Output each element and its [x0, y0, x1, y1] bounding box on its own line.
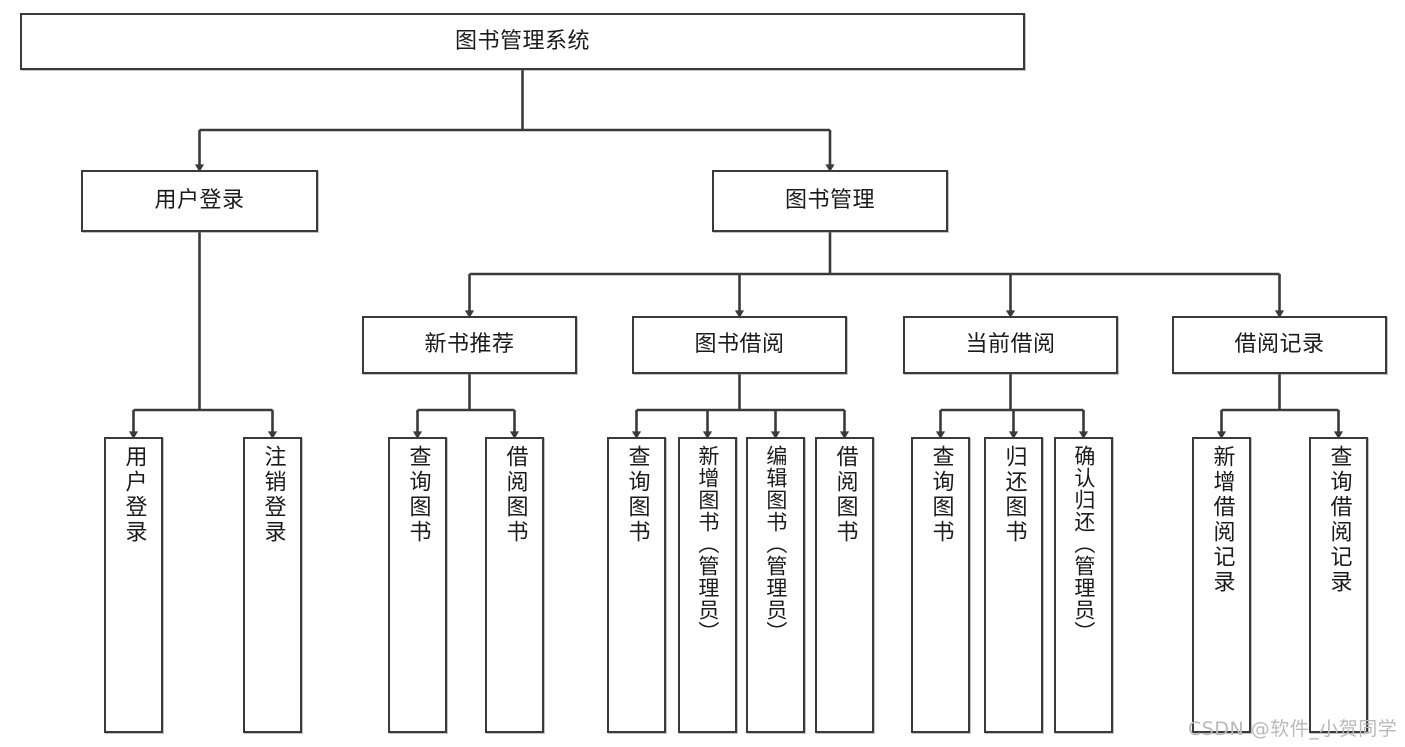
- node-leaf-user-logout[interactable]: 注销登录: [243, 437, 302, 733]
- node-leaf-borrow-lend[interactable]: 借阅图书: [815, 437, 874, 733]
- node-label: 图书借阅: [694, 332, 785, 358]
- node-label: 查询借阅记录: [1326, 445, 1352, 595]
- node-leaf-current-query[interactable]: 查询图书: [911, 437, 970, 733]
- node-leaf-borrow-query[interactable]: 查询图书: [607, 437, 666, 733]
- node-book-borrow[interactable]: 图书借阅: [632, 316, 847, 374]
- node-label: 新增借阅记录: [1209, 445, 1235, 595]
- node-label: 查询图书: [624, 445, 650, 545]
- node-current-borrow[interactable]: 当前借阅: [903, 316, 1118, 374]
- node-leaf-rec-borrow[interactable]: 借阅图书: [485, 437, 544, 733]
- node-label: 确认归还（管理员）: [1071, 445, 1096, 643]
- node-label: 借阅图书: [832, 445, 858, 545]
- csdn-watermark: CSDN @软件_小贺同学: [1188, 718, 1398, 740]
- node-label: 新增图书（管理员）: [695, 445, 720, 643]
- node-label: 查询图书: [405, 445, 431, 545]
- node-label: 归还图书: [1001, 445, 1027, 545]
- node-label: 查询图书: [928, 445, 954, 545]
- node-label: 用户登录: [121, 445, 147, 545]
- node-leaf-rec-query[interactable]: 查询图书: [388, 437, 447, 733]
- node-label: 图书管理系统: [454, 28, 590, 54]
- node-book-manage[interactable]: 图书管理: [712, 170, 948, 232]
- node-borrow-record[interactable]: 借阅记录: [1172, 316, 1387, 374]
- node-leaf-borrow-add[interactable]: 新增图书（管理员）: [678, 437, 737, 733]
- node-leaf-borrow-edit[interactable]: 编辑图书（管理员）: [746, 437, 805, 733]
- node-label: 借阅记录: [1234, 332, 1325, 358]
- node-leaf-current-return[interactable]: 归还图书: [984, 437, 1043, 733]
- node-leaf-user-login[interactable]: 用户登录: [104, 437, 163, 733]
- node-new-book-rec[interactable]: 新书推荐: [362, 316, 577, 374]
- node-leaf-record-query[interactable]: 查询借阅记录: [1309, 437, 1368, 733]
- node-leaf-current-confirm[interactable]: 确认归还（管理员）: [1054, 437, 1113, 733]
- node-label: 新书推荐: [424, 332, 515, 358]
- node-root[interactable]: 图书管理系统: [20, 13, 1025, 70]
- node-leaf-record-add[interactable]: 新增借阅记录: [1192, 437, 1251, 733]
- node-label: 注销登录: [260, 445, 286, 545]
- node-user-login[interactable]: 用户登录: [81, 170, 318, 232]
- node-label: 编辑图书（管理员）: [763, 445, 788, 643]
- node-label: 图书管理: [784, 188, 875, 214]
- node-label: 当前借阅: [965, 332, 1056, 358]
- node-label: 用户登录: [154, 188, 245, 214]
- node-label: 借阅图书: [502, 445, 528, 545]
